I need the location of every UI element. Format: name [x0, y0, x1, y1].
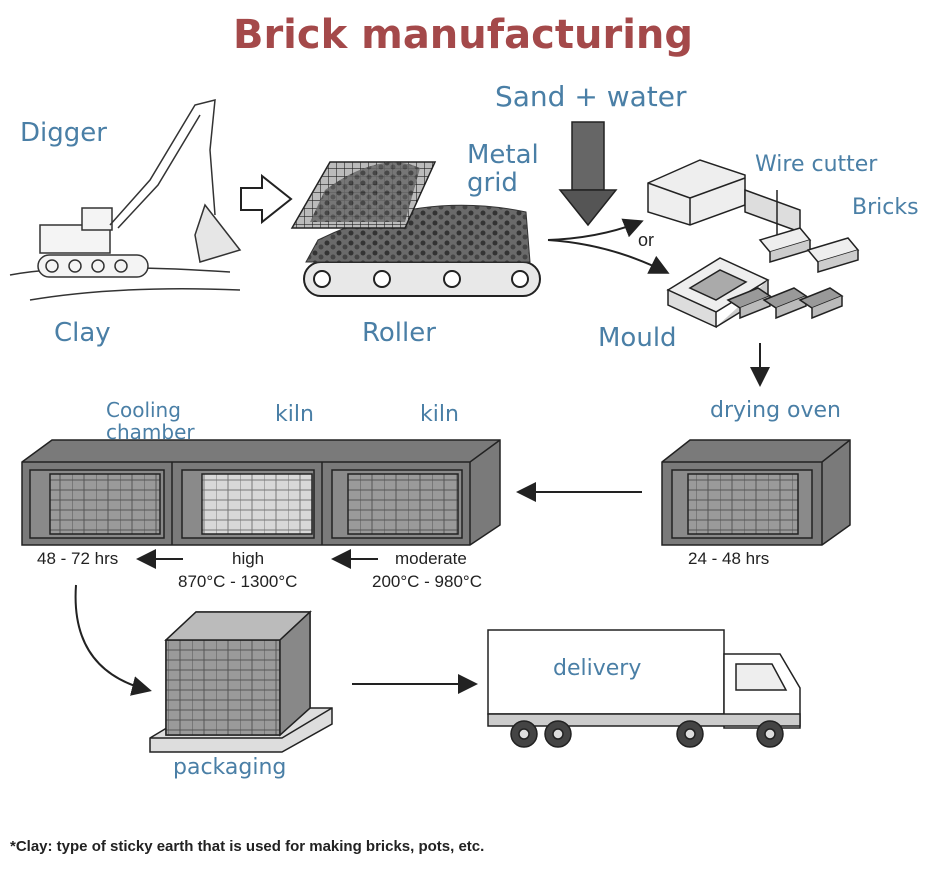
label-or: or — [638, 230, 655, 250]
split-arrow-top — [547, 218, 644, 241]
label-cooling: Cooling — [106, 398, 181, 422]
label-roller: Roller — [362, 318, 436, 348]
wire-cutter-illustration — [647, 159, 860, 274]
mould-illustration — [666, 257, 844, 329]
drying-time: 24 - 48 hrs — [688, 549, 770, 568]
label-grid: grid — [467, 168, 518, 198]
moderate-temp: 200°C - 980°C — [372, 572, 482, 591]
packaging-pallet — [149, 610, 333, 753]
label-chamber: chamber — [106, 420, 195, 444]
label-packaging: packaging — [173, 755, 287, 780]
label-sand-water: Sand + water — [495, 80, 687, 113]
diagram-title: Brick manufacturing — [232, 12, 694, 58]
kiln-tunnel — [21, 439, 501, 546]
high-label: high — [232, 549, 265, 568]
digger-illustration — [9, 99, 242, 301]
drying-oven-chamber — [661, 439, 851, 546]
to-packaging-arrow — [74, 584, 152, 696]
label-metal: Metal — [467, 140, 539, 170]
roller-conveyor — [290, 161, 541, 297]
sand-water-arrow — [558, 121, 618, 227]
label-kiln-moderate: kiln — [420, 402, 459, 427]
label-drying-oven: drying oven — [710, 398, 842, 423]
label-wire-cutter: Wire cutter — [755, 152, 878, 177]
label-digger: Digger — [20, 118, 107, 148]
split-arrow-bottom — [547, 239, 670, 274]
label-bricks: Bricks — [852, 195, 919, 220]
label-delivery: delivery — [553, 656, 642, 681]
moderate-label: moderate — [395, 549, 467, 568]
label-clay: Clay — [54, 318, 111, 348]
footnote: *Clay: type of sticky earth that is used… — [10, 838, 485, 855]
delivery-truck — [487, 629, 801, 748]
process-arrow-1 — [240, 173, 293, 225]
cooling-time: 48 - 72 hrs — [37, 549, 119, 568]
label-kiln-high: kiln — [275, 402, 314, 427]
label-mould: Mould — [598, 323, 677, 353]
high-temp: 870°C - 1300°C — [178, 572, 298, 591]
